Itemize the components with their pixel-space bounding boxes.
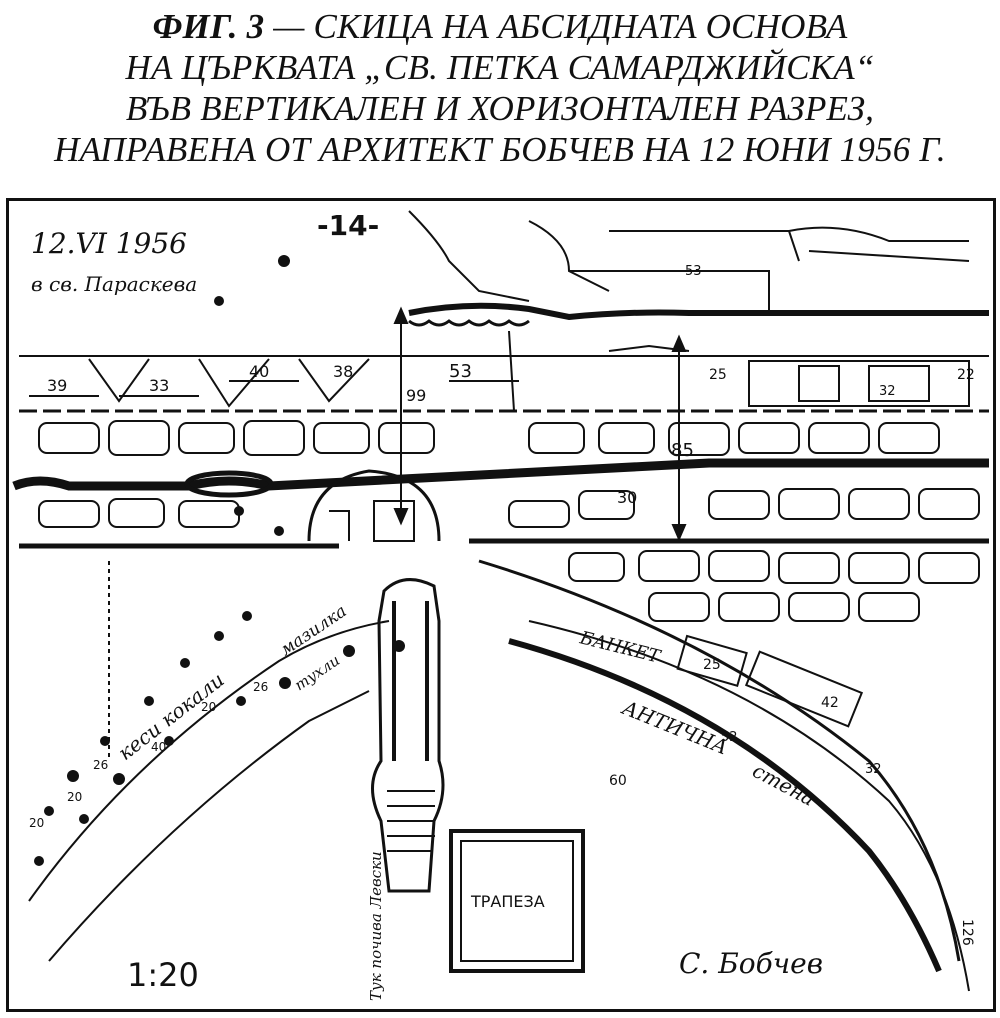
dim-52: 52 [721, 730, 738, 745]
dim-99: 99 [406, 386, 426, 405]
bones-label: кеси кокали [113, 667, 228, 765]
page-number: -14- [317, 209, 379, 242]
caption-line-3: ВЪВ ВЕРТИКАЛЕН И ХОРИЗОНТАЛЕН РАЗРЕЗ, [125, 89, 875, 128]
masonry-upper [38, 420, 940, 456]
caption-line-2: НА ЦЪРКВАТА „СВ. ПЕТКА САМАРДЖИЙСКА“ [125, 48, 875, 87]
dim-20c: 20 [201, 700, 216, 714]
masonry-bottom [568, 550, 980, 622]
dim-25b: 25 [703, 657, 721, 673]
scale-label: 1:20 [127, 956, 199, 994]
tuhla-label: тухли [291, 651, 343, 694]
bones-band [28, 620, 390, 962]
dim-60: 60 [609, 773, 627, 789]
dim-38: 38 [333, 362, 353, 381]
mazilka-label: мазилка [277, 601, 351, 660]
dimension-lines [29, 306, 687, 542]
place-note: в св. Параскева [31, 272, 197, 296]
dim-40: 40 [249, 362, 269, 381]
ancient-wall [478, 559, 970, 992]
caption-line-4: НАПРАВЕНА ОТ АРХИТЕКТ БОБЧЕВ НА 12 ЮНИ 1… [54, 130, 946, 169]
apse-niche [307, 469, 441, 542]
upper-frieze [408, 210, 970, 311]
dim-126: 126 [959, 919, 975, 946]
dim-33: 33 [149, 376, 169, 395]
wall-label-2: стена [749, 758, 820, 811]
grave-label: Тук почива Левски [367, 851, 385, 1001]
dim-26a: 26 [93, 758, 108, 772]
banket-label: БАНКЕТ [577, 627, 664, 668]
caption-line-1: ФИГ. 3 — СКИЦА НА АБСИДНАТА ОСНОВА [0, 6, 1000, 47]
dim-39: 39 [47, 376, 67, 395]
figure-label: ФИГ. 3 [152, 7, 265, 46]
dim-30: 30 [617, 488, 637, 507]
dot-markers [34, 255, 405, 866]
dim-26b: 26 [253, 680, 268, 694]
caption-line-1-rest: — СКИЦА НА АБСИДНАТА ОСНОВА [264, 7, 848, 46]
figure-caption: ФИГ. 3 — СКИЦА НА АБСИДНАТА ОСНОВА НА ЦЪ… [0, 6, 1000, 170]
altar-table [449, 829, 585, 973]
skeleton-grave [371, 578, 445, 893]
dim-42: 42 [821, 695, 839, 711]
dim-22: 22 [957, 367, 975, 383]
apse-sketch: -14- 12.VI 1956 в св. Параскева 1:20 С. … [6, 198, 996, 1012]
dim-32a: 32 [879, 384, 896, 399]
cornice-scallops [408, 319, 530, 327]
dim-40b: 40 [151, 740, 166, 754]
dim-20b: 20 [29, 816, 44, 830]
dim-25a: 25 [709, 367, 727, 383]
dim-85: 85 [671, 440, 694, 461]
dim-53a: 53 [449, 361, 472, 382]
dim-53b: 53 [685, 264, 702, 279]
cornice-line [408, 302, 989, 321]
date-note: 12.VI 1956 [31, 227, 187, 260]
stone-oval [184, 470, 274, 498]
masonry-lower [38, 488, 980, 528]
sketch-drawing: -14- 12.VI 1956 в св. Параскева 1:20 С. … [12, 209, 989, 1001]
signature: С. Бобчев [679, 947, 823, 980]
floor-line-heavy [12, 458, 989, 491]
dim-32b: 32 [865, 762, 882, 777]
floor-line-2 [19, 538, 989, 549]
section-band [19, 330, 989, 413]
table-label: ТРАПЕЗА [470, 892, 545, 911]
dim-20a: 20 [67, 790, 82, 804]
